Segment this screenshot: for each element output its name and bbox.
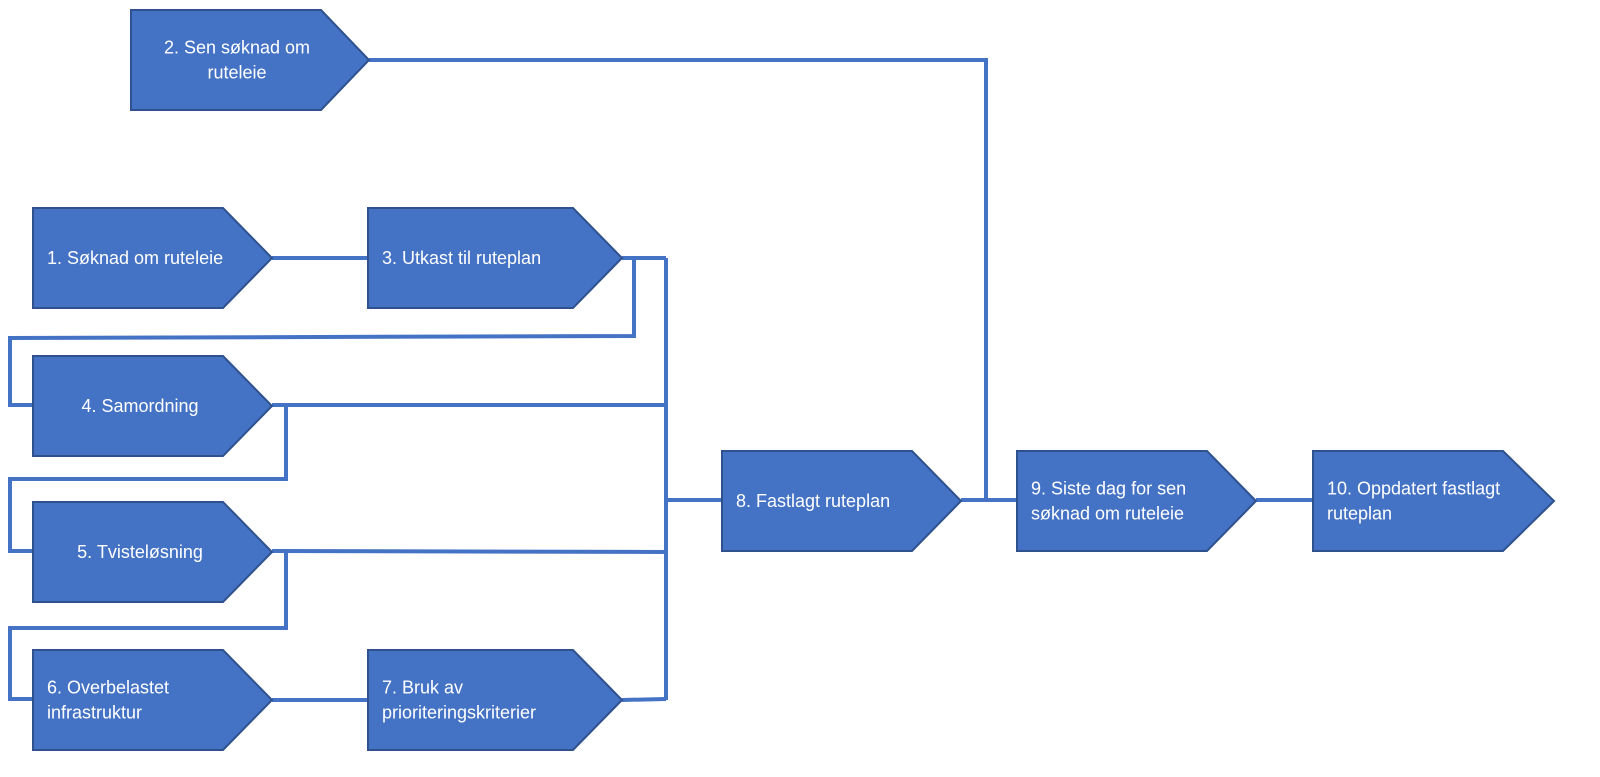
step-shape — [1016, 450, 1258, 552]
step-label-line: 2. Sen søknad om — [164, 38, 310, 58]
connector-7-to-bus — [621, 697, 667, 702]
process-step-10: 10. Oppdatert fastlagt ruteplan — [1312, 450, 1556, 552]
connector-4-to-5 — [8, 405, 288, 553]
step-label-line: 9. Siste dag for sen — [1031, 479, 1186, 499]
process-step-7: 7. Bruk av prioriteringskriterier — [367, 649, 624, 751]
step-label-line: 5. Tvisteløsning — [77, 542, 203, 562]
process-step-4: 4. Samordning — [32, 355, 274, 457]
process-step-2: 2. Sen søknad om ruteleie — [130, 9, 371, 111]
step-label-line: infrastruktur — [47, 703, 142, 723]
step-label-line: 6. Overbelastet — [47, 678, 169, 698]
connectors — [8, 58, 1313, 702]
connector-5-to-6 — [8, 551, 288, 701]
process-step-8: 8. Fastlagt ruteplan — [721, 450, 963, 552]
process-step-9: 9. Siste dag for sen søknad om ruteleie — [1016, 450, 1258, 552]
step-label-line: 10. Oppdatert fastlagt — [1327, 479, 1500, 499]
connector-2-to-9 — [369, 58, 988, 500]
step-label-line: 7. Bruk av — [382, 678, 463, 698]
step-shape — [1312, 450, 1556, 552]
step-label-line: 1. Søknad om ruteleie — [47, 248, 223, 268]
step-shape — [32, 649, 274, 751]
step-shape — [32, 207, 274, 309]
step-label-line: ruteleie — [207, 63, 266, 83]
step-shape — [130, 9, 371, 111]
process-step-3: 3. Utkast til ruteplan — [367, 207, 624, 309]
step-label-line: 8. Fastlagt ruteplan — [736, 491, 890, 511]
step-label-line: 4. Samordning — [81, 396, 198, 416]
process-step-5: 5. Tvisteløsning — [32, 501, 274, 603]
step-shape — [367, 649, 624, 751]
step-label-line: prioriteringskriterier — [382, 703, 536, 723]
step-label-line: søknad om ruteleie — [1031, 504, 1184, 524]
process-step-1: 1. Søknad om ruteleie — [32, 207, 274, 309]
step-shape — [32, 355, 274, 457]
process-steps: 1. Søknad om ruteleie 2. Sen søknad om rut… — [32, 9, 1556, 751]
step-label-line: ruteplan — [1327, 504, 1392, 524]
step-shape — [367, 207, 624, 309]
step-shape — [721, 450, 963, 552]
connector-3-to-4 — [8, 258, 636, 407]
process-step-6: 6. Overbelastet infrastruktur — [32, 649, 274, 751]
connector-5-to-bus — [271, 549, 667, 554]
step-shape — [32, 501, 274, 603]
step-label-line: 3. Utkast til ruteplan — [382, 248, 541, 268]
